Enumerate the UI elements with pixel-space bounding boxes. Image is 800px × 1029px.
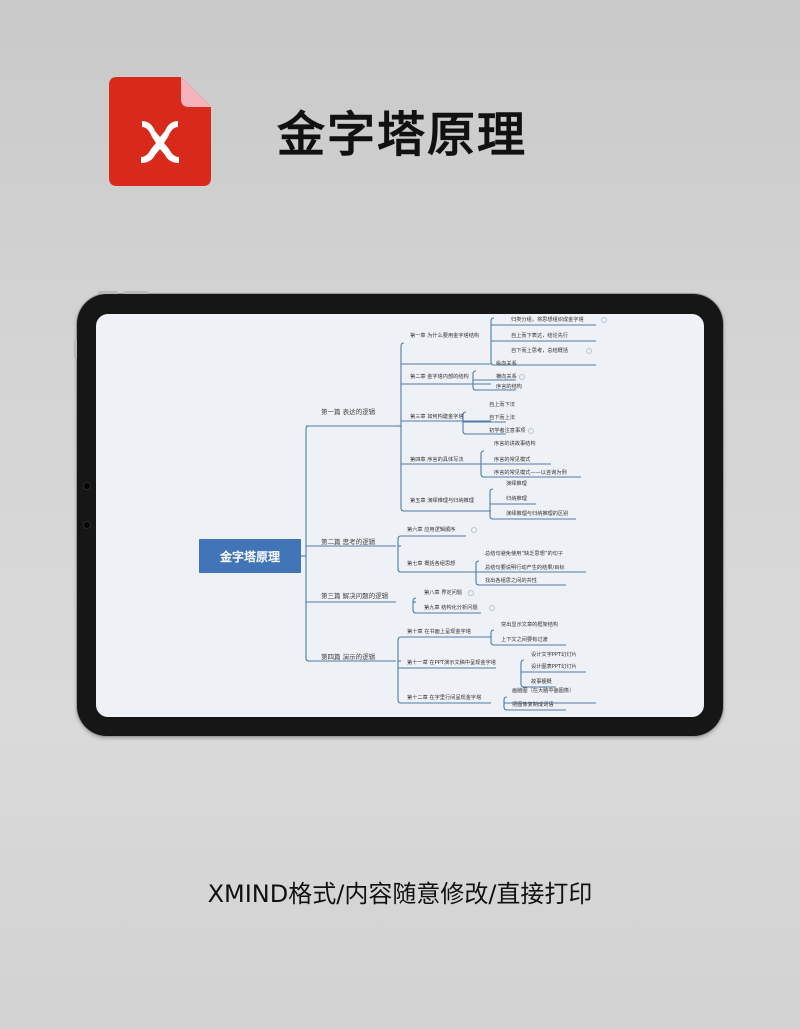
chapter-node[interactable]: 第六章 应用逻辑顺序 (407, 527, 456, 533)
mindmap-root-node[interactable]: 金字塔原理 (199, 539, 301, 573)
leaf-node[interactable]: 序言的讲故事结构 (494, 441, 536, 447)
leaf-node[interactable]: 自下而上思考，总结概括 (511, 348, 569, 354)
collapse-marker-icon[interactable] (471, 527, 477, 533)
leaf-node[interactable]: 归纳推理 (506, 496, 527, 502)
leaf-node[interactable]: 故事梗概 (531, 679, 552, 685)
leaf-node[interactable]: 横向关系 (496, 374, 517, 380)
tablet-button-top (98, 291, 118, 294)
xmind-file-icon (109, 77, 211, 186)
leaf-node[interactable]: 自上而下表达，结论先行 (511, 333, 569, 339)
chapter-node[interactable]: 第四章 序言的具体写法 (410, 457, 464, 463)
chapter-node[interactable]: 第七章 概括各组思想 (407, 561, 456, 567)
part-node[interactable]: 第二篇 思考的逻辑 (321, 538, 376, 546)
tablet-button-side (74, 340, 77, 358)
collapse-marker-icon[interactable] (489, 605, 495, 611)
footer-subtitle: XMIND格式/内容随意修改/直接打印 (207, 880, 593, 908)
leaf-node[interactable]: 演绎推理 (506, 481, 527, 487)
leaf-node[interactable]: 初学者注意事项 (489, 428, 526, 434)
leaf-node[interactable]: 设计文字PPT幻灯片 (531, 652, 577, 658)
chapter-node[interactable]: 第五章 演绎推理与归纳推理 (410, 498, 474, 504)
chapter-node[interactable]: 第三章 如何构建金字塔 (410, 414, 464, 420)
leaf-node[interactable]: 序言的常见模式——以咨询为例 (494, 470, 567, 476)
collapse-marker-icon[interactable] (601, 317, 607, 323)
mindmap-connectors (301, 317, 596, 711)
leaf-node[interactable]: 画脑图（在大脑中画图像） (512, 688, 575, 694)
part-node[interactable]: 第三篇 解决问题的逻辑 (321, 592, 389, 600)
part-node[interactable]: 第一篇 表达的逻辑 (321, 408, 376, 416)
chapter-node[interactable]: 第十章 在书面上呈现金字塔 (407, 629, 471, 635)
collapse-marker-icon[interactable] (519, 374, 525, 380)
tablet-frame: 金字塔原理 第一篇 表达的逻辑 第二篇 思考的逻辑 第三篇 解决问题的逻辑 第四… (74, 291, 723, 736)
leaf-node[interactable]: 自上而下法 (489, 402, 515, 408)
chapter-node[interactable]: 第八章 界定问题 (424, 590, 462, 596)
leaf-node[interactable]: 演绎推理与归纳推理的区别 (506, 511, 569, 517)
collapse-marker-icon[interactable] (468, 590, 474, 596)
leaf-node[interactable]: 自下而上法 (489, 415, 515, 421)
leaf-node[interactable]: 把图像复制成词语 (512, 702, 554, 708)
leaf-node[interactable]: 归类分组，将思想组织成金字塔 (511, 317, 584, 323)
leaf-node[interactable]: 总结句避免使用“缺乏思想”的句子 (485, 551, 564, 557)
chapter-node[interactable]: 第十二章 在字里行间呈现金字塔 (407, 695, 482, 701)
page-title: 金字塔原理 (277, 107, 528, 163)
part-node[interactable]: 第四篇 演示的逻辑 (321, 653, 376, 661)
leaf-node[interactable]: 序言的结构 (496, 384, 522, 390)
chapter-node[interactable]: 第九章 结构化分析问题 (424, 605, 478, 611)
leaf-node[interactable]: 设计图表PPT幻灯片 (531, 664, 577, 670)
leaf-node[interactable]: 总结句要说明行动产生的结果/目标 (485, 565, 565, 571)
leaf-node[interactable]: 找出各组思之间的共性 (485, 578, 537, 584)
collapse-marker-icon[interactable] (586, 348, 592, 354)
leaf-node[interactable]: 上下文之间要有过渡 (501, 637, 548, 643)
collapse-marker-icon[interactable] (528, 428, 534, 434)
leaf-node[interactable]: 序言的常见模式 (494, 457, 531, 463)
camera-dot (84, 522, 90, 528)
chapter-node[interactable]: 第十一章 在PPT演示文稿中呈现金字塔 (407, 660, 496, 666)
chapter-node[interactable]: 第二章 金字塔内部的结构 (410, 374, 469, 380)
leaf-node[interactable]: 突出显示文章的框架结构 (501, 622, 559, 628)
camera-dot (84, 483, 90, 489)
tablet-screen: 金字塔原理 第一篇 表达的逻辑 第二篇 思考的逻辑 第三篇 解决问题的逻辑 第四… (96, 314, 704, 717)
tablet-button-top (124, 291, 148, 294)
chapter-node[interactable]: 第一章 为什么要用金字塔结构 (410, 333, 480, 339)
leaf-node[interactable]: 纵向关系 (496, 361, 517, 367)
